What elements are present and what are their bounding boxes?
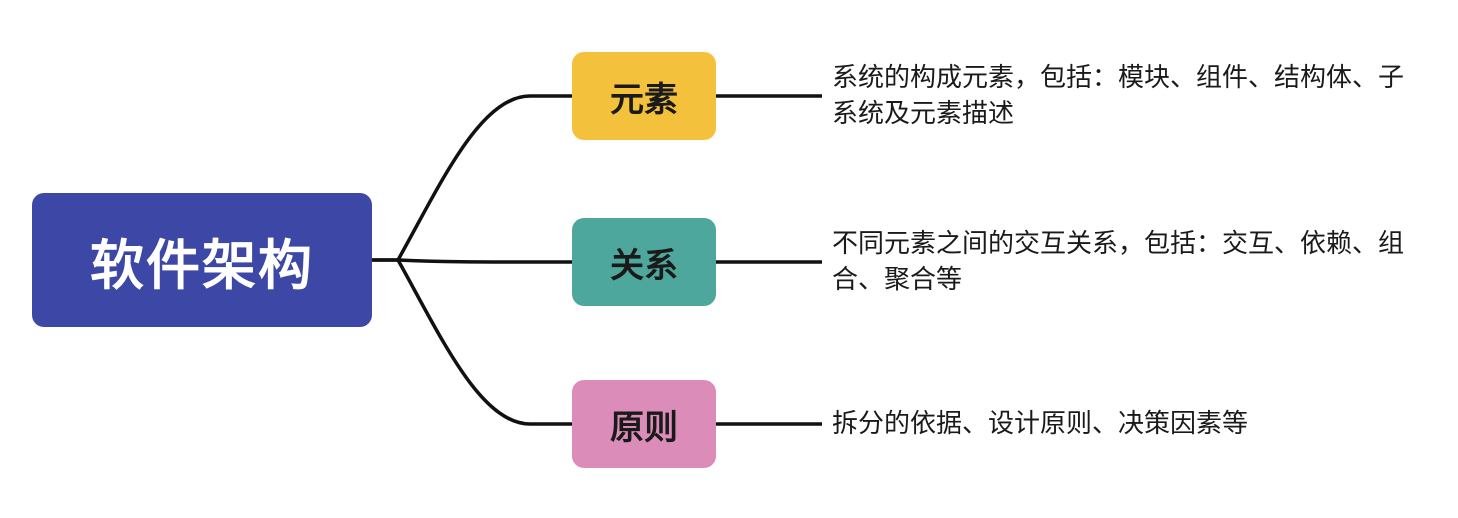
description-elements: 系统的构成元素，包括：模块、组件、结构体、子系统及元素描述 bbox=[832, 63, 1405, 129]
connector-root-to-elements bbox=[372, 94, 572, 262]
root-node: 软件架构 bbox=[32, 193, 372, 327]
connector-root-to-principles bbox=[396, 259, 572, 426]
connector-root-to-relations bbox=[372, 258, 572, 264]
topic-node-relations: 关系 bbox=[572, 218, 716, 306]
topic-node-elements: 元素 bbox=[572, 52, 716, 140]
topic-node-principles: 原则 bbox=[572, 380, 716, 468]
description-principles: 拆分的依据、设计原则、决策因素等 bbox=[832, 409, 1249, 439]
description-relations: 不同元素之间的交互关系，包括：交互、依赖、组合、聚合等 bbox=[832, 229, 1405, 295]
